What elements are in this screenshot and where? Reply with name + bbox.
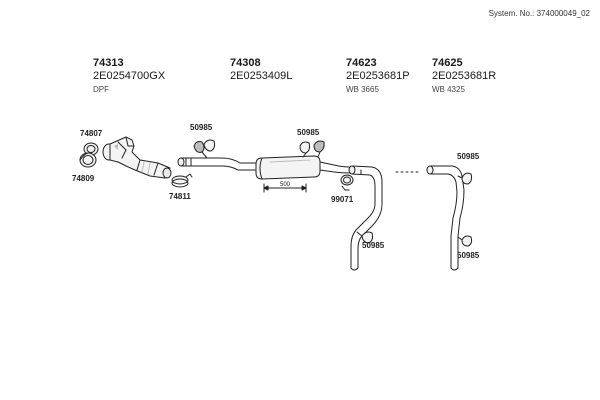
- part-header-dpf: 74313 2E0254700GX DPF: [93, 57, 165, 94]
- part-header-tailpipe-long: 74625 2E0253681R WB 4325: [432, 57, 496, 94]
- rubber-hanger-icon: [299, 140, 325, 158]
- oe-number: 2E0253681R: [432, 69, 497, 82]
- part-note: WB 3665: [346, 85, 379, 95]
- callout-74811: 74811: [169, 192, 191, 201]
- clamp-ring-icon: [79, 152, 97, 168]
- callout-50985-front: 50985: [190, 123, 213, 132]
- callout-50985-rear-bottom: 50985: [457, 251, 480, 260]
- tailpipe-short-part: [348, 165, 383, 271]
- callout-50985-rear-top: 50985: [457, 152, 480, 161]
- part-header-middle-silencer: 74308 2E0253409L: [230, 57, 292, 82]
- part-number: 74308: [230, 57, 261, 69]
- rubber-hanger-icon: [457, 235, 473, 247]
- oe-number: 2E0254700GX: [93, 69, 166, 82]
- callout-99071: 99071: [331, 195, 354, 204]
- part-number: 74625: [432, 57, 463, 69]
- rubber-hanger-icon: [457, 172, 473, 185]
- part-number: 74623: [346, 57, 377, 69]
- callout-74809: 74809: [72, 174, 95, 183]
- part-note: WB 4325: [432, 85, 465, 95]
- band-clamp-icon: [340, 174, 354, 191]
- pipe-clamp-icon: [171, 173, 193, 188]
- dimension-marker: [263, 183, 307, 193]
- middle-pipe-silencer-part: [177, 155, 351, 180]
- callout-74807: 74807: [80, 129, 103, 138]
- tailpipe-long-part: [426, 165, 465, 271]
- dimension-label: 500: [280, 182, 291, 188]
- system-number: System. No.: 374000049_02: [488, 9, 590, 18]
- dpf-filter-part: [102, 136, 172, 179]
- rubber-hanger-icon: [193, 139, 216, 159]
- callout-50985-tailpipe: 50985: [362, 241, 385, 250]
- oe-number: 2E0253681P: [346, 69, 410, 82]
- part-note: DPF: [93, 85, 109, 95]
- part-number: 74313: [93, 57, 124, 69]
- part-header-tailpipe-short: 74623 2E0253681P WB 3665: [346, 57, 410, 94]
- callout-50985-middle: 50985: [297, 128, 320, 137]
- rubber-hanger-icon: [356, 231, 374, 244]
- oe-number: 2E0253409L: [230, 69, 293, 82]
